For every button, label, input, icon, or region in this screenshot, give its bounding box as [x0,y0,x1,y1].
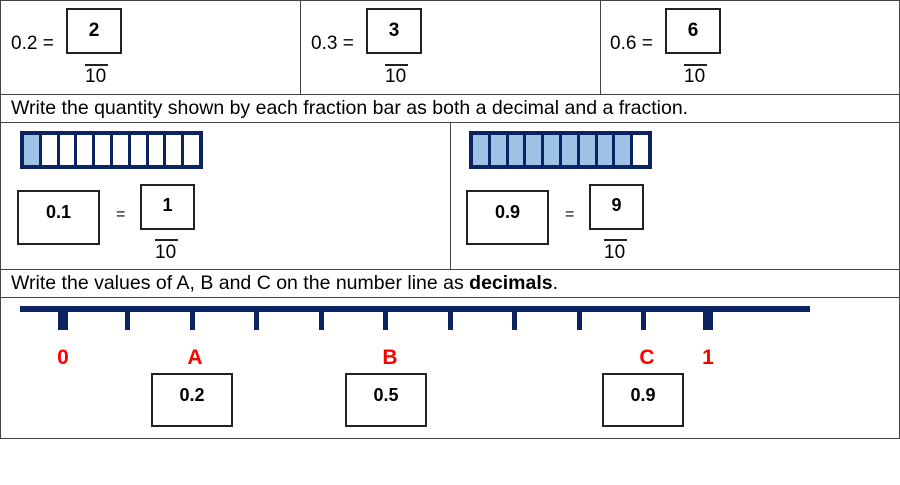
bar-segment-filled [615,135,631,165]
tick-one [703,308,713,330]
fraction-bar-line [684,64,707,66]
decimal-fraction-item: 0.6 = 6 10 [600,0,900,94]
bar-segment [112,135,128,165]
denominator: 10 [604,242,626,263]
tick [254,308,259,330]
numerator-value: 6 [687,20,699,41]
answer-box-a[interactable]: 0.2 [151,373,233,427]
fraction-bar [20,131,203,169]
label-zero: 0 [57,346,69,369]
table-border-row1 [0,94,900,95]
bar-segment-filled [561,135,577,165]
tick [383,308,388,330]
bar-segment-filled [490,135,506,165]
equals-sign: = [565,206,575,223]
numerator-box[interactable]: 6 [665,8,721,54]
fraction-bar-line [155,239,178,241]
bar-segment-filled [508,135,524,165]
bar-segment-filled [597,135,613,165]
instruction-bold: decimals [469,272,553,294]
denominator: 10 [85,66,107,87]
instruction-end: . [552,272,559,294]
decimal-answer-box[interactable]: 0.9 [466,190,549,245]
number-line-axis [20,306,810,312]
row1-divider-1 [300,0,301,94]
row3-divider [450,122,451,269]
tick-zero [58,308,68,330]
tick [190,308,195,330]
bar-segment-filled [473,135,488,165]
table-border-left [0,0,1,439]
table-border-top [0,0,900,1]
decimal-answer: 0.9 [494,202,521,222]
bar-segment [41,135,57,165]
tick [512,308,517,330]
decimal-fraction-item: 0.3 = 3 10 [300,0,600,94]
numerator-value: 2 [88,20,100,41]
numerator-box[interactable]: 2 [66,8,122,54]
numerator-box[interactable]: 3 [366,8,422,54]
bar-segment [77,135,93,165]
row1-divider-2 [600,0,601,94]
bar-segment-filled [526,135,542,165]
bar-segment-filled [579,135,595,165]
bar-segment [148,135,164,165]
numerator-value: 1 [162,194,173,215]
fraction-bar [469,131,652,169]
denominator: 10 [155,242,177,263]
decimal-label: 0.6 = [610,33,653,54]
answer-box-c[interactable]: 0.9 [602,373,684,427]
table-border-row4 [0,297,900,298]
table-border-row3 [0,269,900,270]
instruction-fraction-bars: Write the quantity shown by each fractio… [11,97,689,119]
fraction-bar-line [604,239,627,241]
decimal-answer-box[interactable]: 0.1 [17,190,100,245]
numerator-box[interactable]: 9 [589,184,644,230]
fraction-bar-line [385,64,408,66]
bar-segment [130,135,146,165]
label-one: 1 [702,346,714,369]
marker-label-a: A [187,346,203,369]
marker-label-c: C [639,346,655,369]
bar-segment [59,135,75,165]
tick [125,308,130,330]
bar-segment-filled [544,135,559,165]
bar-segment [633,135,648,165]
tick [641,308,646,330]
answer-b: 0.5 [373,384,399,405]
bar-segment [95,135,110,165]
tick [577,308,582,330]
marker-label-b: B [382,346,398,369]
equals-sign: = [116,206,126,223]
decimal-label: 0.2 = [11,33,54,54]
tick [448,308,453,330]
table-border-bottom [0,438,900,439]
instruction-text: Write the values of A, B and C on the nu… [11,272,470,294]
decimal-fraction-item: 0.2 = 2 10 [0,0,300,94]
tick [319,308,324,330]
answer-c: 0.9 [630,384,656,405]
decimal-label: 0.3 = [311,33,354,54]
numerator-box[interactable]: 1 [140,184,195,230]
denominator: 10 [684,66,706,87]
bar-segment [184,135,199,165]
numerator-value: 3 [388,20,400,41]
decimal-answer: 0.1 [45,202,72,222]
fraction-bar-line [85,64,108,66]
bar-segment [166,135,182,165]
bar-segment-filled [24,135,39,165]
answer-a: 0.2 [179,384,205,405]
numerator-value: 9 [611,194,622,215]
denominator: 10 [385,66,407,87]
answer-box-b[interactable]: 0.5 [345,373,427,427]
instruction-number-line: Write the values of A, B and C on the nu… [11,272,558,295]
